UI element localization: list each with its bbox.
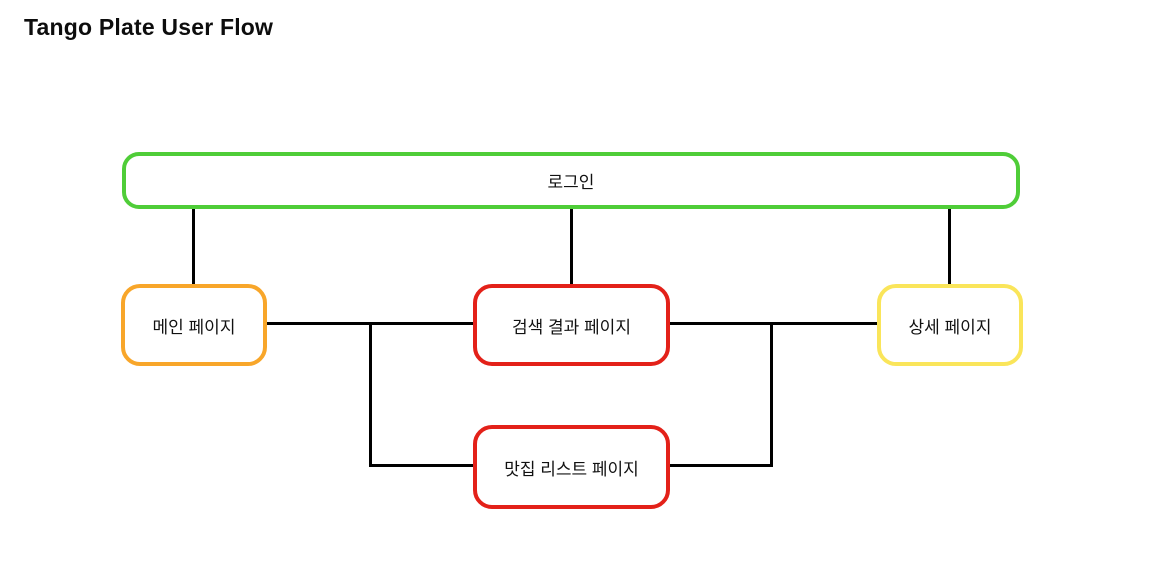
edge-login-search bbox=[570, 208, 573, 285]
edge-main-list-vertical bbox=[369, 322, 372, 467]
node-main-page-label: 메인 페이지 bbox=[152, 317, 236, 337]
edge-main-list-horizontal bbox=[369, 464, 474, 467]
node-detail-page: 상세 페이지 bbox=[877, 284, 1023, 366]
node-search-results-page-label: 검색 결과 페이지 bbox=[512, 317, 631, 337]
node-restaurant-list-page: 맛집 리스트 페이지 bbox=[473, 425, 670, 509]
node-login-label: 로그인 bbox=[547, 173, 595, 192]
node-detail-page-label: 상세 페이지 bbox=[908, 317, 992, 337]
edge-detail-list-vertical bbox=[770, 322, 773, 467]
edge-search-detail bbox=[669, 322, 878, 325]
node-search-results-page: 검색 결과 페이지 bbox=[473, 284, 670, 366]
edge-detail-list-horizontal bbox=[669, 464, 773, 467]
edge-login-detail bbox=[948, 208, 951, 285]
node-restaurant-list-page-label: 맛집 리스트 페이지 bbox=[504, 459, 639, 479]
edge-login-main bbox=[192, 208, 195, 285]
node-login: 로그인 bbox=[122, 152, 1020, 209]
node-main-page: 메인 페이지 bbox=[121, 284, 267, 366]
page-title: Tango Plate User Flow bbox=[24, 14, 274, 40]
